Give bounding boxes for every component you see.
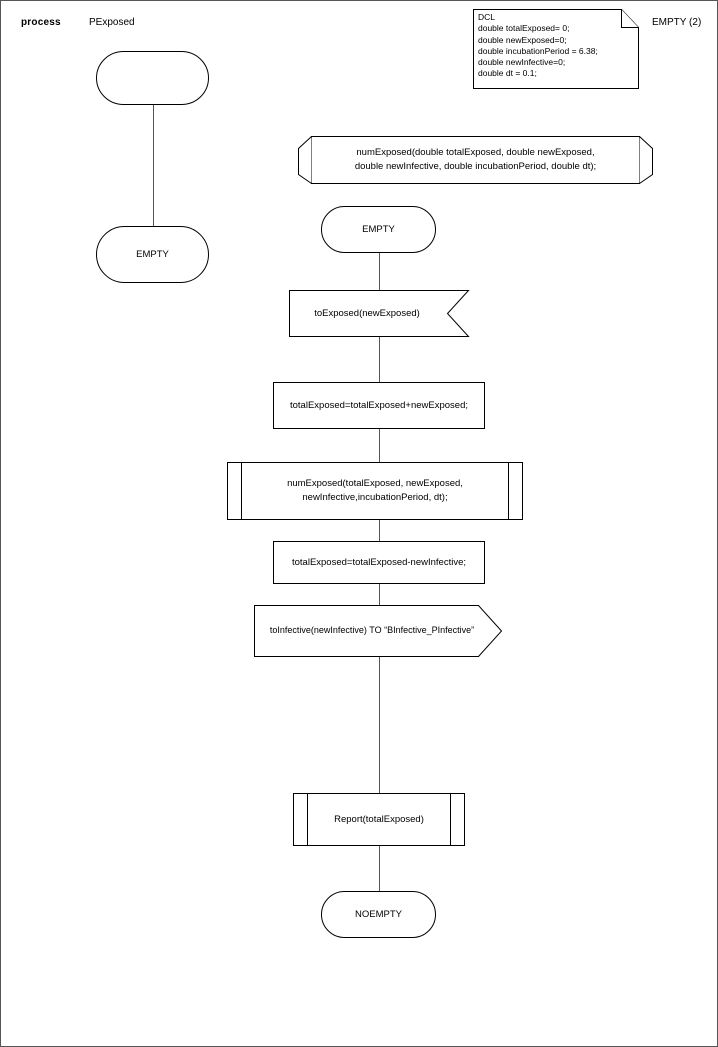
dcl-declaration-text: DCL double totalExposed= 0; double newEx… <box>478 12 598 79</box>
task-symbol-2-text: totalExposed=totalExposed-newInfective; <box>291 556 466 568</box>
task-symbol-1[interactable]: totalExposed=totalExposed+newExposed; <box>273 382 485 429</box>
input-symbol[interactable]: toExposed(newExposed) <box>289 290 470 337</box>
procedure-call-2-left-bar <box>307 794 308 845</box>
task-symbol-2[interactable]: totalExposed=totalExposed-newInfective; <box>273 541 485 584</box>
process-keyword-label: process <box>21 17 61 28</box>
page-label: EMPTY (2) <box>652 17 702 28</box>
connector-proccall1-to-task2 <box>379 520 380 541</box>
connector-task2-to-output <box>379 584 380 605</box>
state-symbol-empty-left[interactable]: EMPTY <box>96 226 209 283</box>
connector-output-to-report <box>379 657 380 793</box>
connector-empty-to-input <box>379 253 380 290</box>
procedure-call-2-text: Report(totalExposed) <box>334 813 424 825</box>
procedure-declaration-symbol[interactable]: numExposed(double totalExposed, double n… <box>298 133 653 187</box>
process-name-label: PExposed <box>89 17 135 28</box>
state-symbol-empty-main[interactable]: EMPTY <box>321 206 436 253</box>
state-symbol-noempty[interactable]: NOEMPTY <box>321 891 436 938</box>
connector-input-to-task1 <box>379 337 380 382</box>
procedure-call-2-right-bar <box>450 794 451 845</box>
procedure-call-symbol-1[interactable]: numExposed(totalExposed, newExposed, new… <box>227 462 523 520</box>
procedure-call-1-text: numExposed(totalExposed, newExposed, new… <box>287 478 463 503</box>
procedure-call-1-right-bar <box>508 463 509 519</box>
connector-start-to-empty <box>153 105 154 226</box>
dcl-declaration-box[interactable]: DCL double totalExposed= 0; double newEx… <box>473 9 639 89</box>
connector-task1-to-proccall1 <box>379 429 380 462</box>
task-symbol-1-text: totalExposed=totalExposed+newExposed; <box>290 399 468 411</box>
start-symbol[interactable] <box>96 51 209 105</box>
connector-report-to-noempty <box>379 846 380 891</box>
procedure-call-symbol-2[interactable]: Report(totalExposed) <box>293 793 465 846</box>
output-symbol[interactable]: toInfective(newInfective) TO “BInfective… <box>254 605 503 657</box>
procedure-call-1-left-bar <box>241 463 242 519</box>
